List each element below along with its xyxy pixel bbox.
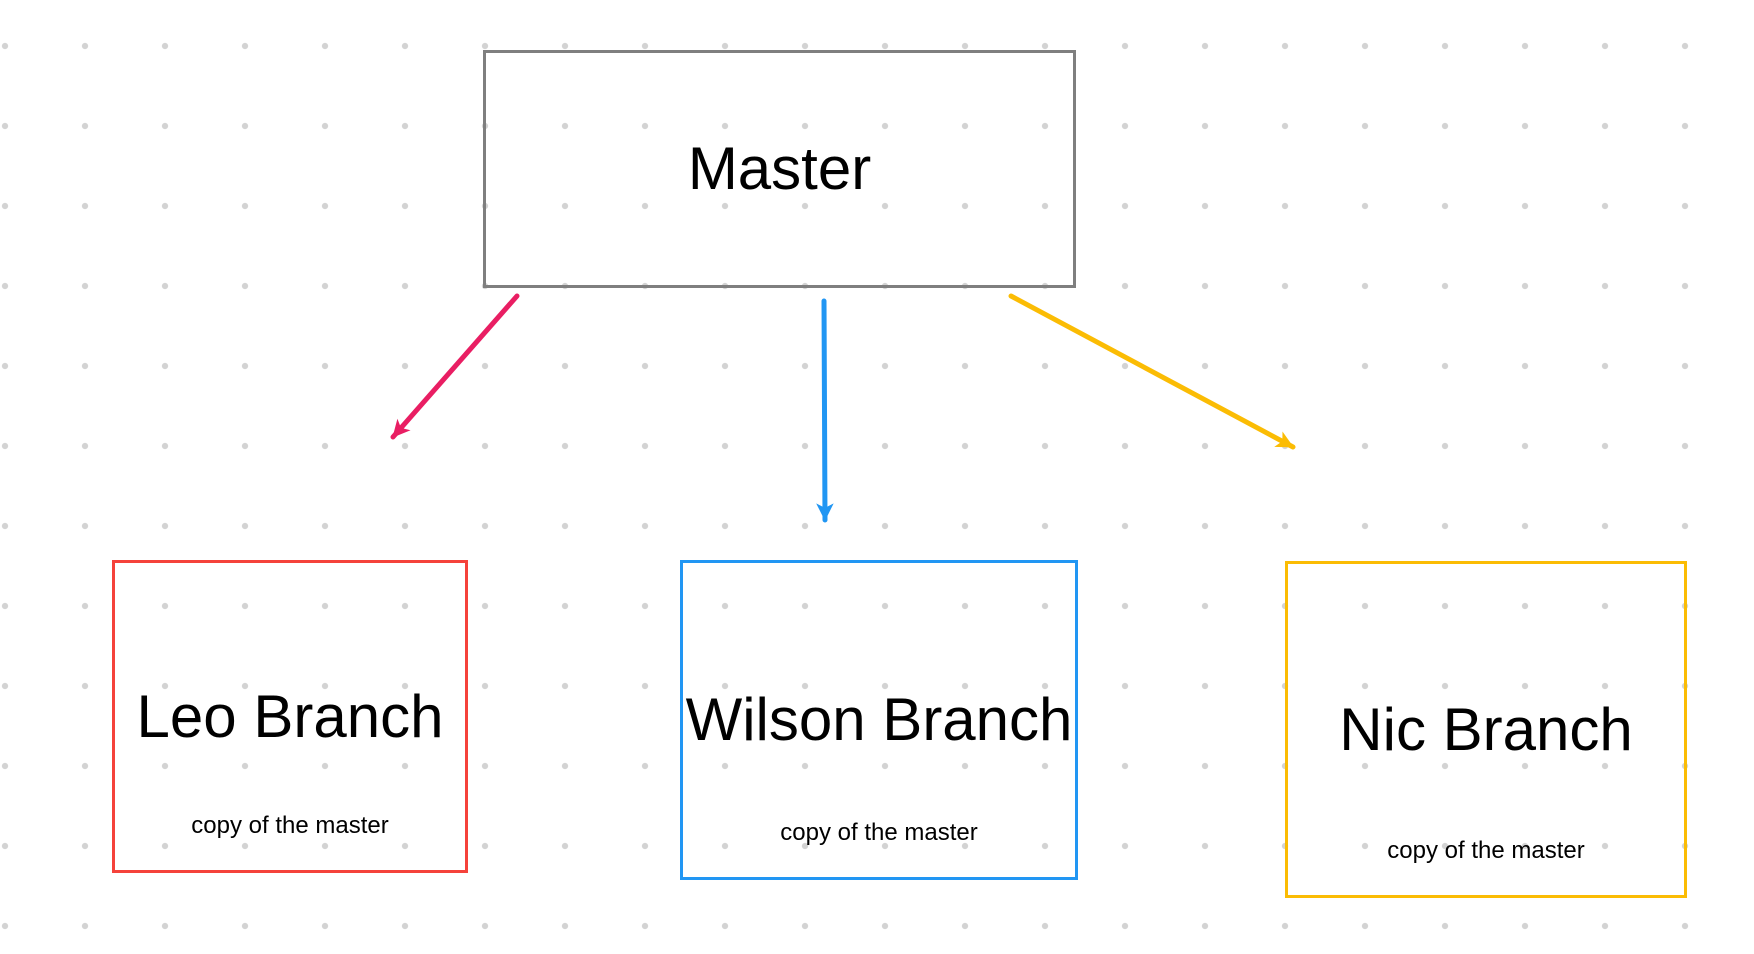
master-node[interactable]: Master [483, 50, 1076, 288]
branch-node-wilson[interactable]: Wilson Branch copy of the master [680, 560, 1078, 880]
branch-node-nic[interactable]: Nic Branch copy of the master [1285, 561, 1687, 898]
arrow-master-to-wilson[interactable] [816, 298, 834, 523]
branch-node-leo-label: Leo Branch [136, 682, 444, 750]
branch-node-wilson-label: Wilson Branch [685, 686, 1073, 753]
branch-node-leo[interactable]: Leo Branch copy of the master [112, 560, 468, 873]
arrow-master-to-nic[interactable] [1008, 293, 1296, 450]
arrow-master-to-leo[interactable] [390, 293, 520, 440]
branch-node-leo-sublabel: copy of the master [191, 812, 389, 840]
branch-node-wilson-sublabel: copy of the master [780, 819, 978, 847]
branch-node-nic-label: Nic Branch [1339, 695, 1633, 763]
master-node-label: Master [687, 135, 872, 202]
branch-node-nic-sublabel: copy of the master [1387, 837, 1585, 865]
